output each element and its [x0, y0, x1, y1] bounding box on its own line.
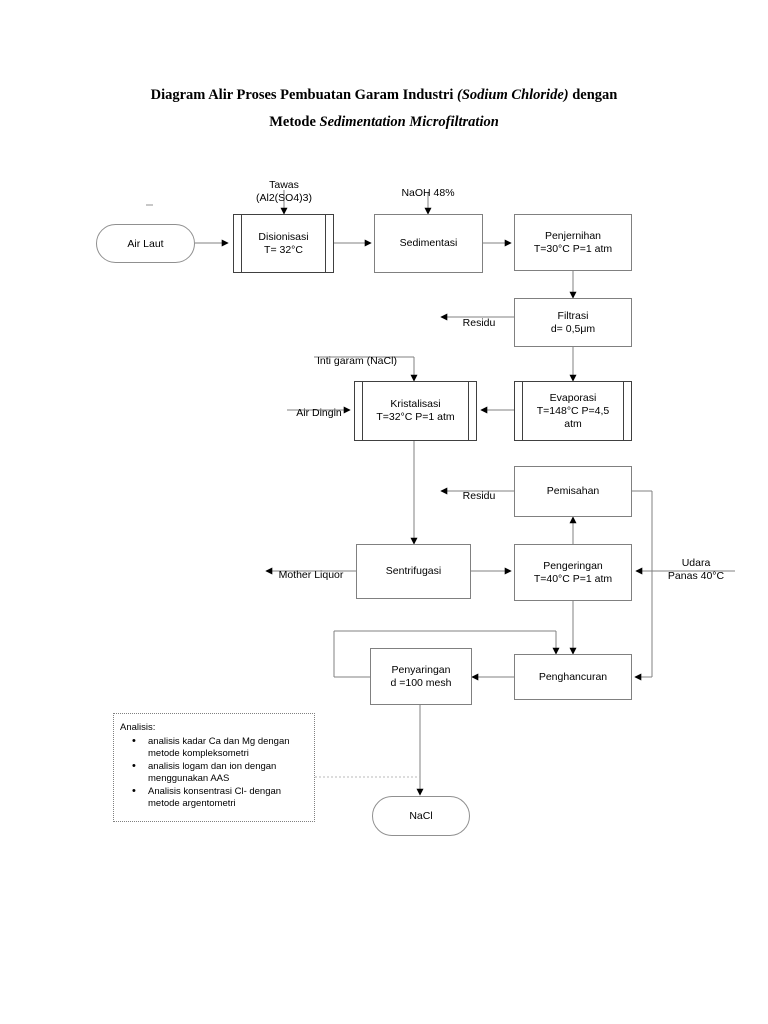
node-kristalisasi[interactable]: Kristalisasi T=32°C P=1 atm — [354, 381, 477, 441]
title-line-1-part-c: dengan — [568, 87, 618, 103]
node-penghancuran[interactable]: Penghancuran — [514, 654, 632, 700]
node-penghancuran-label: Penghancuran — [538, 670, 608, 683]
stream-label-udara-panas: Udara Panas 40°C — [667, 557, 725, 582]
stream-label-naoh: NaOH 48% — [401, 187, 455, 199]
title-line-2-italic: Sedimentation Microfiltration — [319, 114, 499, 130]
node-filtrasi-label: Filtrasi d= 0,5μm — [550, 309, 596, 335]
title-line-1-part-a: Diagram Alir Proses Pembuatan Garam Indu… — [150, 87, 458, 103]
title-line-2-part-a: Metode — [269, 114, 320, 130]
title-line-1-italic: (Sodium Chloride) — [457, 87, 569, 103]
node-sentrifugasi[interactable]: Sentrifugasi — [356, 544, 471, 599]
node-air-laut[interactable]: Air Laut — [96, 224, 195, 263]
node-air-laut-label: Air Laut — [127, 237, 164, 250]
node-pemisahan-label: Pemisahan — [546, 485, 600, 497]
node-penyaringan[interactable]: Penyaringan d =100 mesh — [370, 648, 472, 705]
page-title: Diagram Alir Proses Pembuatan Garam Indu… — [0, 82, 768, 136]
node-evaporasi[interactable]: Evaporasi T=148°C P=4,5 atm — [514, 381, 632, 441]
node-disionisasi-label: Disionisasi T= 32°C — [258, 230, 309, 256]
analisis-note-box: Analisis: analisis kadar Ca dan Mg denga… — [113, 713, 315, 822]
node-penjernihan-label: Penjernihan T=30°C P=1 atm — [533, 229, 613, 255]
node-kristalisasi-label: Kristalisasi T=32°C P=1 atm — [376, 398, 455, 423]
node-penjernihan[interactable]: Penjernihan T=30°C P=1 atm — [514, 214, 632, 271]
stream-label-residu-pemisahan: Residu — [462, 490, 496, 502]
node-nacl-label: NaCl — [409, 810, 433, 822]
analisis-heading: Analisis: — [120, 722, 156, 733]
node-disionisasi[interactable]: Disionisasi T= 32°C — [233, 214, 334, 273]
analisis-item: Analisis konsentrasi Cl- dengan metode a… — [132, 785, 308, 811]
stream-label-inti-garam: Inti garam (NaCl) — [317, 355, 397, 367]
node-pengeringan[interactable]: Pengeringan T=40°C P=1 atm — [514, 544, 632, 601]
analisis-item: analisis logam dan ion dengan menggunaka… — [132, 760, 308, 786]
node-pemisahan[interactable]: Pemisahan — [514, 466, 632, 517]
node-sentrifugasi-label: Sentrifugasi — [385, 565, 442, 577]
analisis-item: analisis kadar Ca dan Mg dengan metode k… — [132, 735, 308, 761]
stream-label-air-dingin: Air Dingin — [296, 407, 342, 419]
node-sedimentasi[interactable]: Sedimentasi — [374, 214, 483, 273]
node-nacl[interactable]: NaCl — [372, 796, 470, 836]
node-pengeringan-label: Pengeringan T=40°C P=1 atm — [533, 559, 613, 585]
node-sedimentasi-label: Sedimentasi — [399, 237, 458, 249]
title-line-2: Metode Sedimentation Microfiltration — [0, 109, 768, 136]
stream-label-tawas: Tawas (Al2(SO4)3) — [255, 179, 312, 204]
stream-label-residu-filtrasi: Residu — [462, 317, 496, 329]
analisis-list: analisis kadar Ca dan Mg dengan metode k… — [120, 735, 308, 811]
node-evaporasi-label: Evaporasi T=148°C P=4,5 atm — [536, 391, 610, 430]
stream-label-mother-liquor: Mother Liquor — [278, 569, 344, 581]
node-penyaringan-label: Penyaringan d =100 mesh — [390, 663, 452, 689]
title-line-1: Diagram Alir Proses Pembuatan Garam Indu… — [0, 82, 768, 109]
node-filtrasi[interactable]: Filtrasi d= 0,5μm — [514, 298, 632, 347]
